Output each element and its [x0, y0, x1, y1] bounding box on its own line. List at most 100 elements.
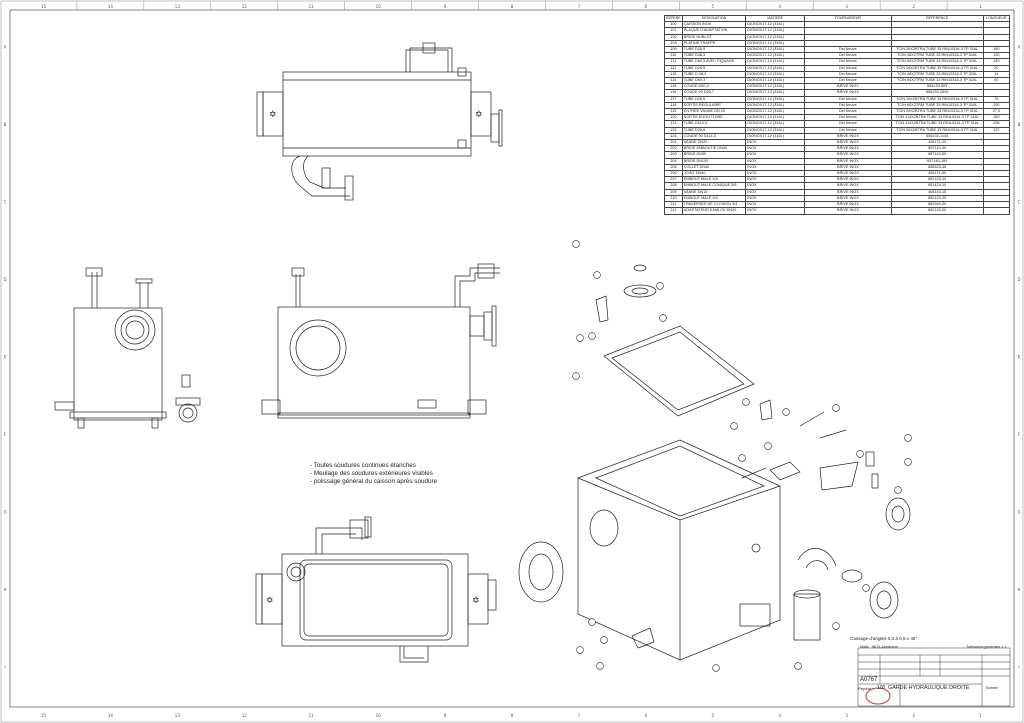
bom-cell: 298	[982, 120, 1011, 128]
top-view: ✡ ✡	[256, 42, 503, 201]
drawing-title: GARDE HYDRAULIQUE DROITE	[888, 685, 970, 691]
bom-cell: TCIN 114X2BTRA TUBE 33 RIN10316-3 TP 316…	[890, 120, 984, 128]
bom-cell: 652143-20	[890, 207, 984, 215]
bom-cell: 140	[982, 58, 1011, 66]
callout-balloon	[794, 662, 802, 670]
bom-cell: DIONOX17-12 (316L)	[745, 120, 806, 128]
callout-balloon	[593, 271, 601, 279]
callout-balloon	[572, 240, 580, 248]
material-note: Matiè : INOX Aluminium	[860, 645, 899, 649]
bom-cell: PLAQUE D'ADAPTATION	[681, 27, 747, 35]
zone-label: 11	[309, 713, 315, 718]
scale-label: Echelle	[986, 686, 998, 690]
zone-label: I	[4, 664, 5, 669]
zone-label: 15	[41, 713, 47, 718]
callout-balloon	[764, 442, 772, 450]
svg-text:✡: ✡	[269, 110, 277, 120]
callout-balloon	[596, 662, 604, 670]
front-view	[261, 263, 500, 419]
bom-cell: COUDE D60,3	[681, 83, 747, 91]
bom-header-cell: LONGUEUR	[982, 14, 1011, 23]
zone-label: 6	[645, 4, 648, 9]
zone-label: 14	[108, 4, 114, 9]
zone-markers-top: 1515141413131212111110109988776655443322…	[41, 1, 982, 718]
zone-label: I	[1018, 664, 1019, 669]
zone-label: A	[1018, 45, 1021, 50]
callout-balloon	[856, 450, 864, 458]
svg-text:✡: ✡	[475, 110, 483, 120]
cassage-note: Cassage d'angles 0,3 à 0,5 x 45°	[850, 636, 918, 641]
bom-cell: 212	[664, 207, 683, 215]
callout-balloon	[656, 282, 664, 290]
manufacturing-notes: - Toutes soudures continues étanches - M…	[310, 462, 437, 486]
exploded-view	[518, 264, 911, 661]
callout-balloon	[730, 422, 738, 430]
note-line: - Toutes soudures continues étanches	[310, 462, 416, 469]
bom-cell: DIONOX17-12 (316L)	[745, 77, 806, 85]
bom-cell: SORTIE REGULAIRE	[681, 101, 747, 110]
callout-balloon	[600, 636, 608, 644]
callout-balloon	[904, 458, 912, 466]
bom-cell: TUBE D114,3	[681, 120, 747, 128]
callout-balloon	[742, 398, 750, 406]
bom-header-cell: DESIGNATION	[681, 14, 747, 23]
zone-label: 10	[376, 4, 382, 9]
zone-label: 5	[712, 4, 715, 9]
callout-balloon	[832, 622, 840, 630]
bom-cell: DIONOX17-12 (316L)	[745, 83, 806, 91]
bom-cell: 70	[982, 95, 1011, 103]
zone-label: 14	[108, 713, 114, 718]
callout-balloon	[712, 664, 720, 672]
zone-label: D	[1017, 277, 1020, 282]
bom-cell: COUDE 90 D26,7	[681, 89, 747, 97]
zone-label: G	[3, 509, 6, 514]
zone-label: 8	[511, 4, 514, 9]
zone-label: 9	[444, 713, 447, 718]
bom-cell: TUBE D60,3	[681, 77, 747, 85]
bom-cell: TUBE D26,9	[681, 64, 747, 72]
bom-cell: DIONOX17-12 (316L)	[745, 27, 806, 35]
bom-cell: ADAPTATEUR KAMLOK DN20	[681, 207, 747, 215]
bom-cell: TUBE D60,3 AVEC PIQUAGE	[681, 58, 747, 66]
bom-cell: TCIN 26X2BTRA TUBE 33 RIN10316-3 TP 316L	[890, 45, 984, 54]
repere-label: Repère :	[858, 686, 874, 691]
svg-text:✡: ✡	[266, 596, 274, 606]
note-line: - polissage général du caisson après sou…	[310, 478, 438, 485]
callout-balloon	[738, 454, 746, 462]
repere-value: 100	[877, 685, 886, 691]
bom-cell	[982, 207, 1011, 215]
zone-label: F	[4, 432, 7, 437]
bom-cell: BRIVE INOX	[804, 207, 892, 215]
bom-cell: DIONOX17-12 (316L)	[745, 89, 806, 97]
zone-label: 2	[912, 4, 915, 9]
bom-cell	[982, 83, 1011, 91]
callout-balloon	[588, 618, 596, 626]
zone-label: 12	[242, 4, 248, 9]
zone-label: 9	[444, 4, 447, 9]
zone-label: 7	[578, 4, 581, 9]
zone-label: D	[3, 277, 6, 282]
zone-label: A	[4, 45, 7, 50]
zone-label: 13	[175, 4, 181, 9]
callout-balloon	[904, 434, 912, 442]
bom-cell: DIONOX17-12 (316L)	[745, 39, 806, 48]
zone-label: 1	[979, 4, 982, 9]
zone-label: G	[1017, 509, 1020, 514]
bom-cell: DIONOX17-12 (316L)	[745, 33, 806, 41]
bom-cell: 20	[982, 64, 1011, 72]
bom-cell: TCIN 26X2BTRA TUBE 33 RIN10316-3 TP 316L	[890, 64, 984, 72]
